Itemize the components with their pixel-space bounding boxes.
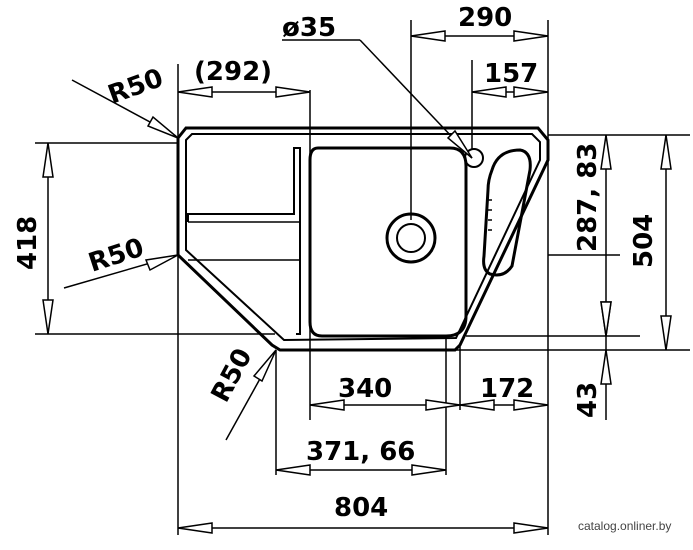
dimension-804-label: 804 [334,493,388,523]
dimension-287-label: 287, 83 [573,143,603,252]
dimension-504-label: 504 [629,214,659,268]
sink-outline [176,126,550,352]
dimension-172: 172 [459,374,549,411]
small-bowl [482,148,532,277]
radius-mid-label: R50 [85,233,148,279]
dimension-418: 418 [13,142,54,335]
radius-top: R50 [71,63,179,139]
drain-diameter-label: ø35 [282,13,336,43]
dimension-157-label: 157 [484,59,538,89]
dimension-292: (292) [177,57,311,98]
dimension-43-label: 43 [573,382,603,418]
dimension-371-label: 371, 66 [306,437,415,467]
dimension-340-label: 340 [338,374,392,404]
drain-inner [396,223,426,253]
dimension-371: 371, 66 [275,437,447,476]
dimension-418-label: 418 [13,216,43,270]
tap-hole [464,148,484,168]
radius-bottom: R50 [206,344,277,441]
dimension-43: 43 [573,301,612,420]
drainboard [187,147,301,335]
dimension-804: 804 [177,493,549,534]
dimension-172-label: 172 [480,374,534,404]
watermark: catalog.onliner.by [578,519,671,533]
radius-top-label: R50 [104,63,167,110]
radius-bottom-label: R50 [206,344,259,408]
drain-outer [385,212,437,264]
main-bowl [308,146,468,338]
dimension-340: 340 [309,374,461,411]
radius-mid: R50 [63,233,179,289]
dimension-292-label: (292) [194,57,272,87]
dimension-157: 157 [471,59,549,98]
dimension-drain-diameter: ø35 [282,13,473,159]
dimension-504: 504 [629,134,672,351]
dimension-290: 290 [410,3,549,42]
dimension-290-label: 290 [458,3,512,33]
